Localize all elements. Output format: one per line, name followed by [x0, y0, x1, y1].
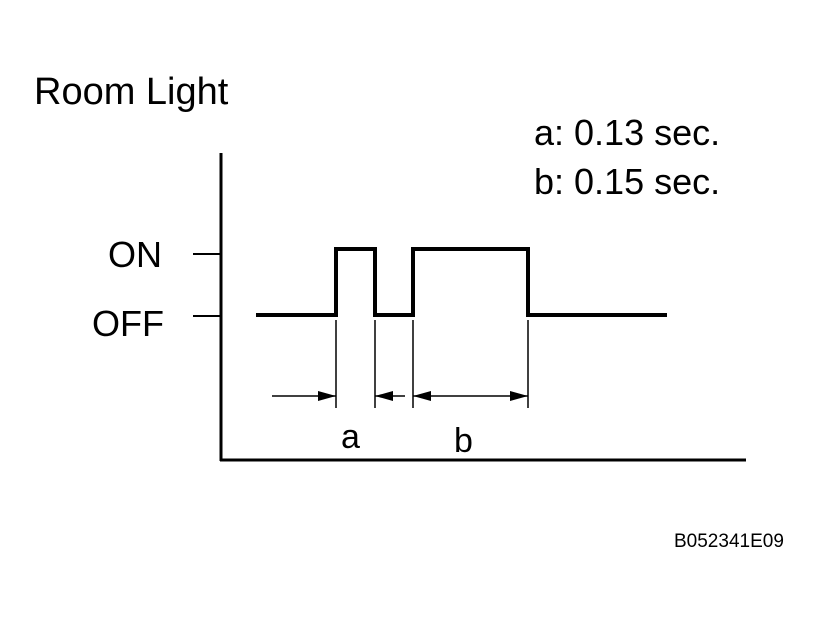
extension-lines — [335, 320, 529, 408]
dimension-b: b — [413, 391, 528, 460]
figure-code: B052341E09 — [674, 531, 784, 552]
axes — [219, 153, 746, 462]
arrow-right-icon — [510, 391, 528, 401]
legend-b: b: 0.15 sec. — [534, 161, 720, 202]
on-level-label: ON — [108, 234, 162, 275]
off-level-label: OFF — [92, 303, 164, 344]
legend-a: a: 0.13 sec. — [534, 112, 720, 153]
arrow-left-icon — [413, 391, 431, 401]
dimension-a-label: a — [341, 418, 360, 456]
room-light-waveform — [256, 247, 667, 317]
arrow-left-icon — [375, 391, 393, 401]
arrow-right-icon — [318, 391, 336, 401]
dimension-a: a — [272, 391, 405, 456]
dimension-b-label: b — [454, 422, 473, 460]
diagram-title: Room Light — [34, 71, 229, 113]
